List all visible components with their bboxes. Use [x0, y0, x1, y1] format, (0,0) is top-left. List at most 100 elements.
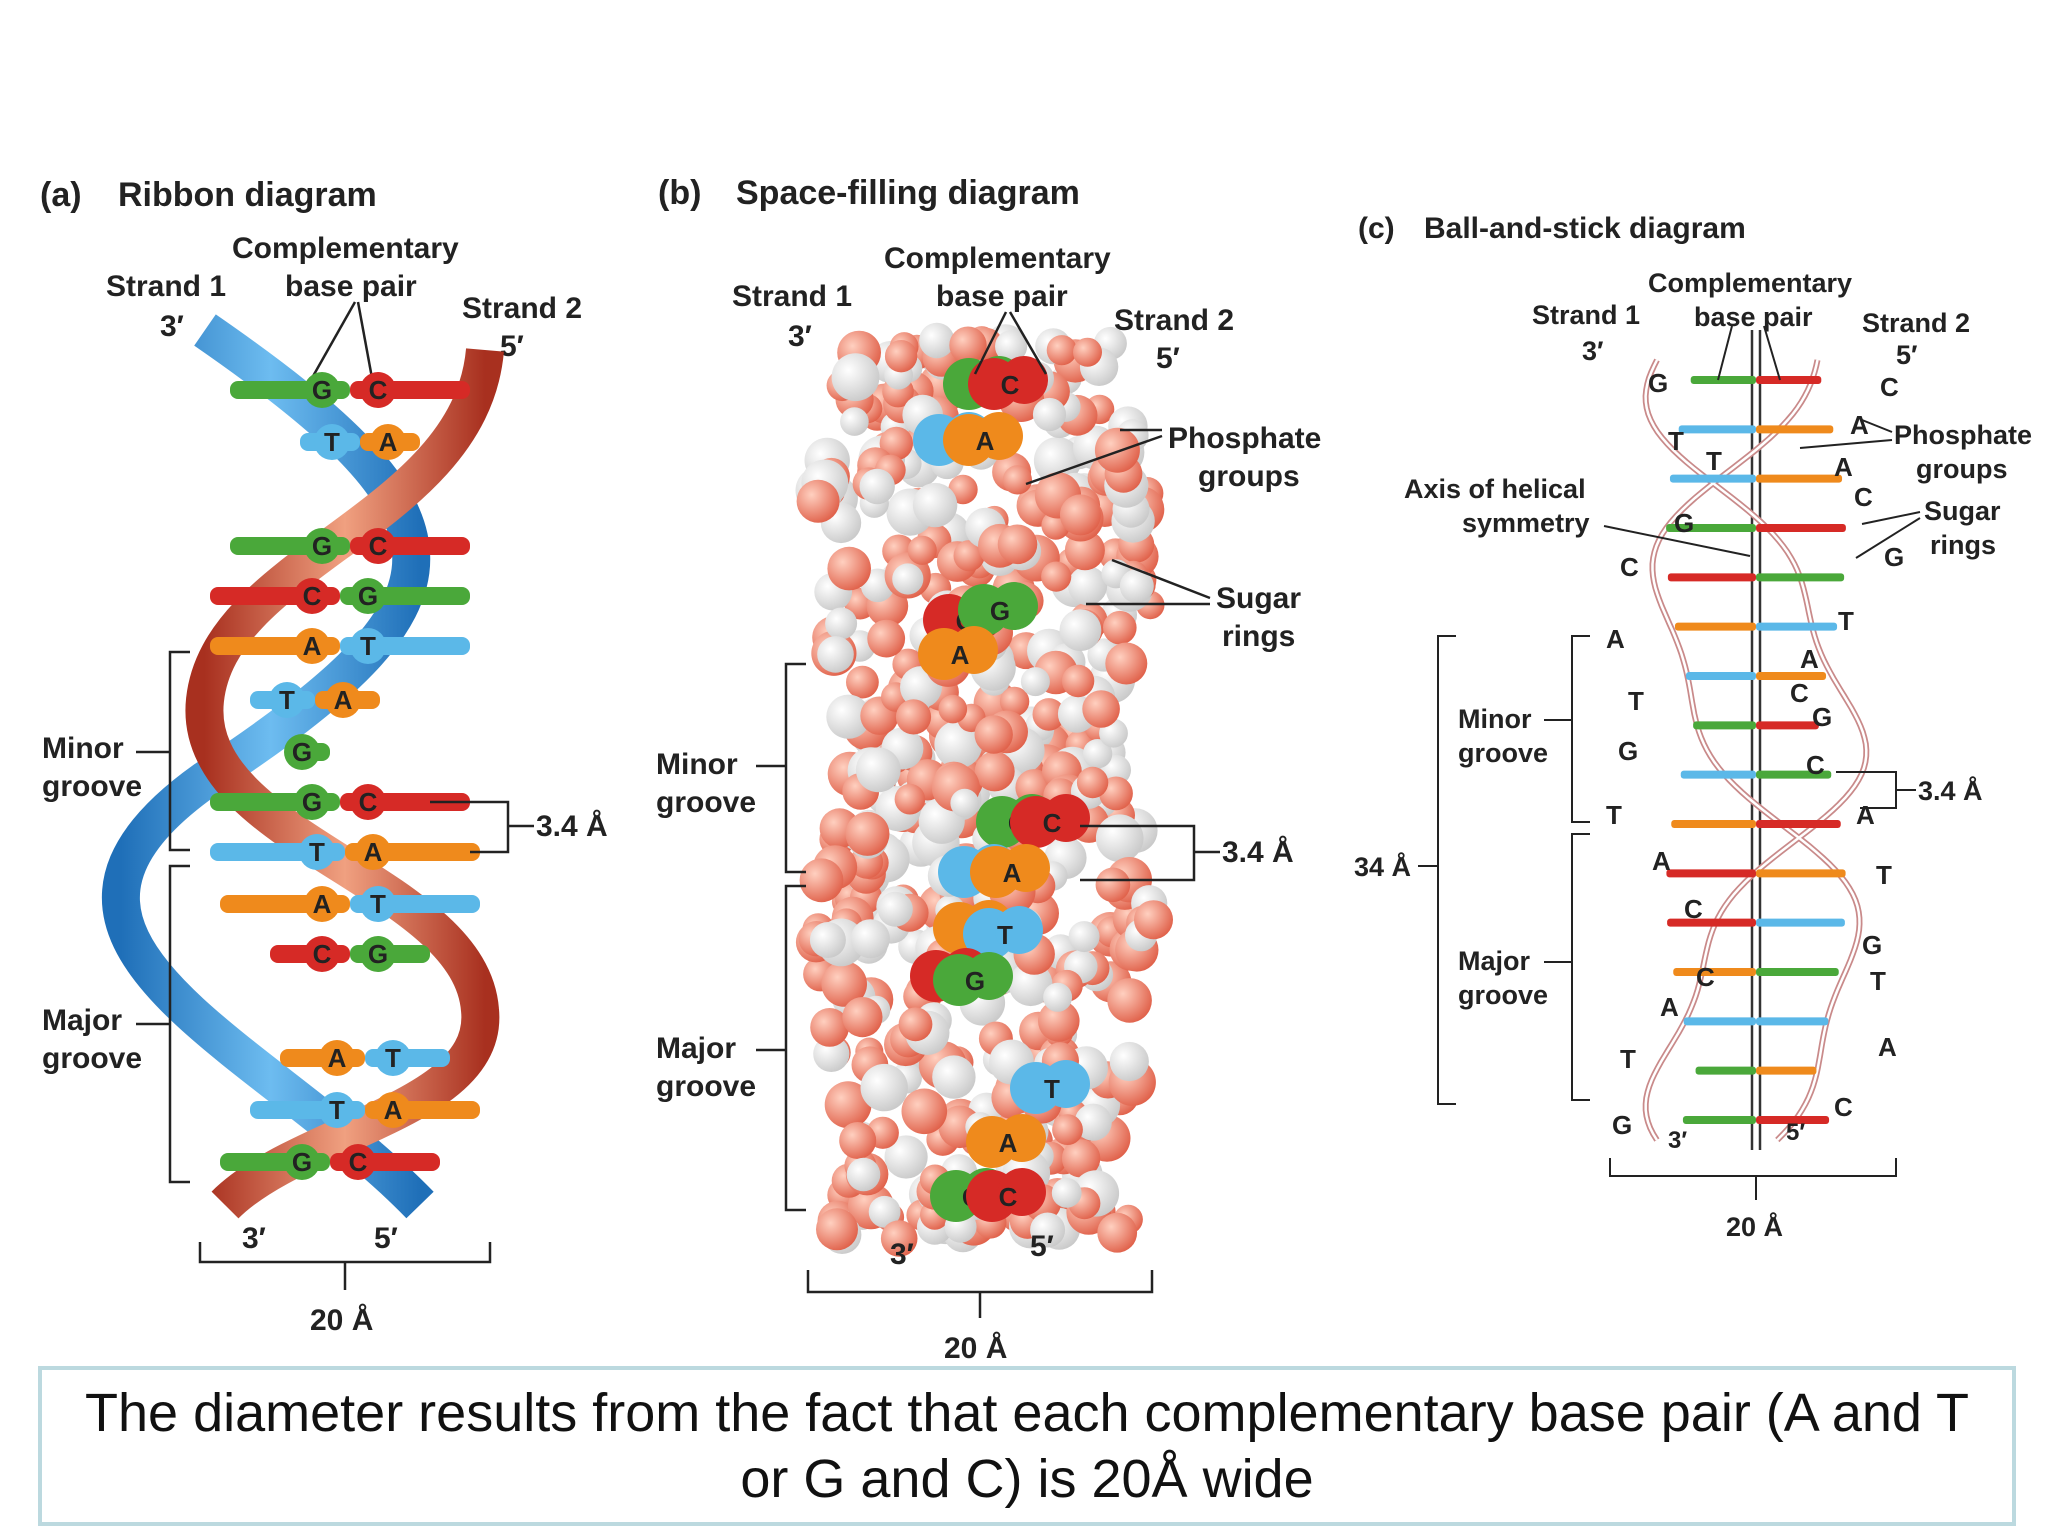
phosphate-atom — [867, 619, 906, 658]
phosphate-atom — [938, 694, 968, 724]
sugar-atom — [1020, 667, 1050, 697]
panel-b-minor-label-2: groove — [656, 786, 756, 819]
right-base-letter: A — [1850, 410, 1869, 440]
right-base-letter: T — [1870, 966, 1886, 996]
phosphate-atom — [1134, 900, 1173, 940]
panel-c-minor-label-2: groove — [1458, 738, 1548, 768]
left-base-letter: C — [1696, 962, 1715, 992]
left-base-letter: G — [1648, 368, 1668, 398]
panel-c-phosphate-label: Phosphate — [1894, 420, 2032, 450]
panel-c-major-bracket — [1571, 833, 1590, 1101]
phosphate-atom — [974, 751, 1015, 792]
base-letter-left: G — [292, 737, 312, 767]
phosphate-atom — [1052, 1114, 1083, 1145]
sugar-atom — [950, 788, 979, 818]
sugar-atom — [1068, 921, 1100, 953]
left-base-letter: G — [1612, 1110, 1632, 1140]
phosphate-atom — [827, 546, 871, 591]
nucleotide-base: A — [966, 1114, 1046, 1168]
panel-b-strand2-label: Strand 2 — [1114, 304, 1234, 337]
base-letter-right: C — [359, 787, 378, 817]
panel-b-sugar-label-2: rings — [1222, 620, 1295, 653]
stick-base-left — [1669, 474, 1756, 483]
phosphate-atom — [1107, 978, 1152, 1023]
panel-a-blue-strand — [101, 314, 434, 1219]
base-atom — [950, 626, 998, 674]
stick-base-left — [1683, 1017, 1756, 1026]
panel-c-minor-bracket — [1571, 635, 1590, 823]
base-atom — [995, 906, 1043, 954]
stick-base-right — [1756, 1116, 1830, 1124]
panel-c-base-pair-label: base pair — [1694, 302, 1813, 332]
base-letter-right: A — [384, 1095, 403, 1125]
base-circle-right — [360, 936, 396, 972]
sugar-atom — [892, 563, 924, 595]
stick-base-right — [1756, 474, 1843, 483]
panel-a-minor-label-2: groove — [42, 770, 142, 803]
stick-base-left — [1685, 672, 1756, 680]
base-circle-right — [375, 1040, 411, 1076]
stick-base-left — [1671, 820, 1756, 828]
base-letter-right: A — [379, 427, 398, 457]
panel-b-space-filling-diagram: (b) Space-filling diagram Complementary … — [656, 174, 1321, 1365]
left-base-letter: C — [1620, 552, 1639, 582]
panel-b-title: Space-filling diagram — [736, 174, 1080, 212]
panel-a-strand2-label: Strand 2 — [462, 292, 582, 325]
sugar-atom — [1109, 1041, 1149, 1082]
base-circle-left — [299, 834, 335, 870]
nucleotide-base: G — [933, 952, 1013, 1006]
panel-c-letter: (c) — [1358, 212, 1395, 245]
base-circle-left — [294, 578, 330, 614]
panel-a-complementary-label: Complementary — [232, 232, 459, 265]
phosphate-atom — [1046, 335, 1077, 366]
base-circle-left — [319, 1040, 355, 1076]
stick-base-left — [1673, 968, 1756, 976]
panel-c-major-label: Major — [1458, 946, 1531, 976]
sugar-atom — [855, 747, 901, 793]
stick-base-right — [1756, 1066, 1817, 1075]
phosphate-atom — [879, 426, 913, 461]
base-atom — [998, 1114, 1046, 1162]
base-letter: C — [1001, 370, 1020, 400]
sugar-atom — [831, 353, 880, 402]
sugar-atom — [817, 636, 854, 673]
phosphate-atom — [999, 686, 1030, 717]
base-atom — [1042, 1060, 1090, 1108]
panel-b-bottom-5: 5′ — [1030, 1230, 1054, 1263]
stick-base-right — [1756, 524, 1846, 532]
panel-a-base-pair-label: base pair — [285, 270, 417, 303]
nucleotide-base: C — [968, 356, 1048, 410]
panel-c-sugar-pointer-2 — [1855, 517, 1921, 559]
panel-b-atom-cloud: GCTACGAGCTAATCGTAGC — [795, 322, 1173, 1257]
stick-base-right — [1756, 968, 1839, 976]
base-circle-right — [355, 834, 391, 870]
sugar-atom — [995, 330, 1028, 363]
strand2-backbone-highlight — [1651, 359, 1861, 1141]
panel-a-bottom-3: 3′ — [242, 1222, 266, 1255]
base-circle-right — [340, 1144, 376, 1180]
stick-base-right — [1756, 869, 1846, 878]
panel-c-sugar-pointer-1 — [1861, 511, 1921, 525]
sugar-atom — [1043, 982, 1073, 1012]
nucleotide-base: C — [1010, 794, 1090, 848]
left-base-letter: C — [1684, 894, 1703, 924]
base-circle-left — [319, 1092, 355, 1128]
sugar-atom — [1032, 397, 1067, 432]
panel-b-phosphate-label-2: groups — [1198, 460, 1300, 493]
sugar-atom — [1068, 566, 1108, 606]
stick-base-right — [1756, 820, 1841, 828]
phosphate-atom — [1061, 1139, 1101, 1178]
base-circle-right — [350, 628, 386, 664]
base-circle-right — [370, 424, 406, 460]
base-circle-left — [294, 784, 330, 820]
left-base-letter: T — [1628, 686, 1644, 716]
panel-a-title: Ribbon diagram — [118, 176, 377, 214]
sugar-atom — [1030, 1212, 1066, 1248]
phosphate-atom — [1073, 337, 1102, 367]
panel-c-minor-label: Minor — [1458, 704, 1532, 734]
